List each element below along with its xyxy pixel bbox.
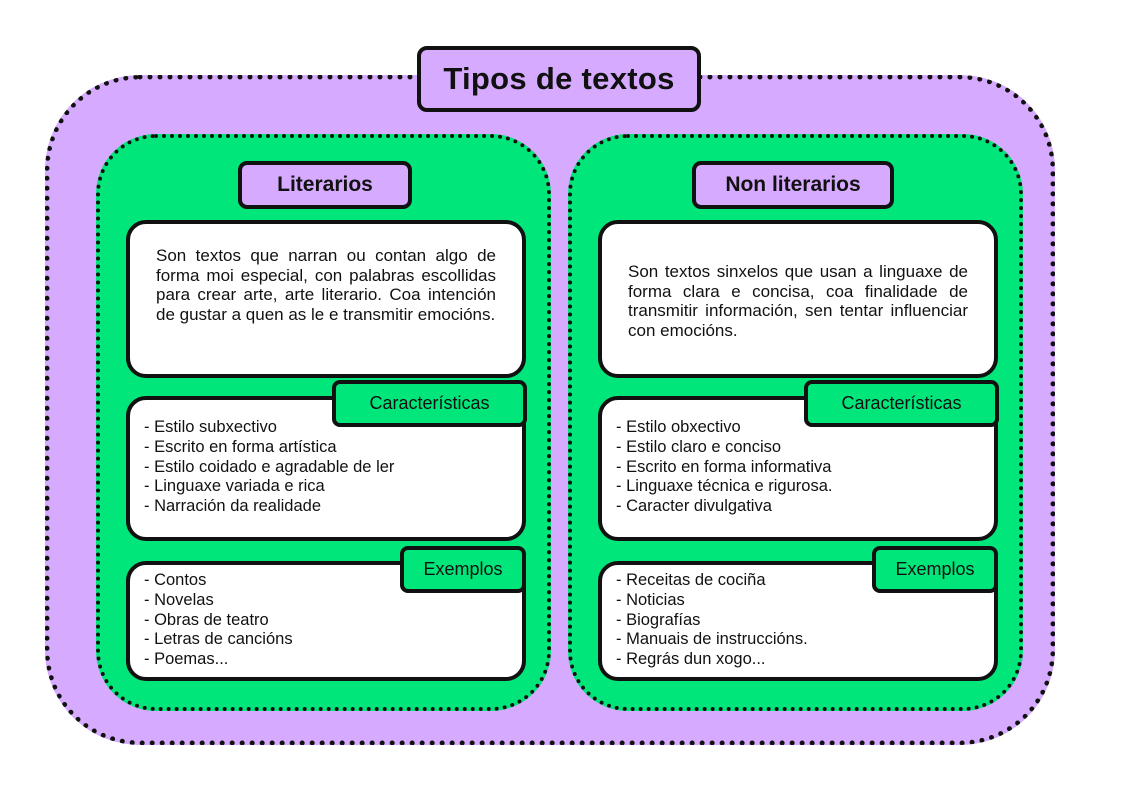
examples-tag-literarios: Exemplos — [400, 546, 526, 593]
list-item: - Novelas — [144, 590, 214, 609]
list-item: - Contos — [144, 571, 207, 589]
list-item: - Manuais de instruccións. — [616, 630, 808, 649]
definition-box-non-literarios: Son textos sinxelos que usan a linguaxe … — [598, 220, 998, 378]
characteristics-list-literarios: - Estilo subxectivo - Escrito en forma a… — [144, 418, 394, 517]
column-literarios: Literarios Son textos que narran ou cont… — [96, 134, 551, 711]
column-non-literarios: Non literarios Son textos sinxelos que u… — [568, 134, 1023, 711]
list-item: - Caracter divulgativa — [616, 497, 772, 516]
list-item: - Narración da realidade — [144, 497, 322, 516]
characteristics-box-non-literarios: - Estilo obxectivo - Estilo claro e conc… — [598, 396, 998, 541]
examples-box-literarios: - Contos - Novelas - Obras de teatro - L… — [126, 561, 526, 681]
list-item: - Estilo subxectivo — [144, 418, 277, 436]
definition-text-non-literarios: Son textos sinxelos que usan a linguaxe … — [628, 262, 968, 340]
examples-list-non-literarios: - Receitas de cociña - Noticias - Biogra… — [616, 571, 808, 670]
list-item: - Biografías — [616, 610, 701, 629]
list-item: - Estilo coidado e agradable de ler — [144, 457, 395, 476]
characteristics-tag-non-literarios: Características — [804, 380, 999, 427]
examples-list-literarios: - Contos - Novelas - Obras de teatro - L… — [144, 571, 293, 670]
page-title: Tipos de textos — [417, 46, 701, 112]
list-item: - Escrito en forma artística — [144, 437, 337, 456]
list-item: - Estilo claro e conciso — [616, 437, 782, 456]
list-item: - Linguaxe variada e rica — [144, 477, 325, 496]
list-item: - Letras de cancións — [144, 630, 293, 649]
list-item: - Receitas de cociña — [616, 571, 766, 589]
list-item: - Regrás dun xogo... — [616, 650, 766, 669]
list-item: - Poemas... — [144, 650, 229, 669]
list-item: - Noticias — [616, 590, 685, 609]
list-item: - Estilo obxectivo — [616, 418, 741, 436]
column-title-literarios: Literarios — [238, 161, 412, 209]
definition-box-literarios: Son textos que narran ou contan algo de … — [126, 220, 526, 378]
column-title-non-literarios: Non literarios — [692, 161, 894, 209]
characteristics-list-non-literarios: - Estilo obxectivo - Estilo claro e conc… — [616, 418, 832, 517]
list-item: - Linguaxe técnica e rigurosa. — [616, 477, 833, 496]
list-item: - Obras de teatro — [144, 610, 269, 629]
list-item: - Escrito en forma informativa — [616, 457, 832, 476]
characteristics-tag-literarios: Características — [332, 380, 527, 427]
definition-text-literarios: Son textos que narran ou contan algo de … — [156, 246, 496, 324]
examples-tag-non-literarios: Exemplos — [872, 546, 998, 593]
